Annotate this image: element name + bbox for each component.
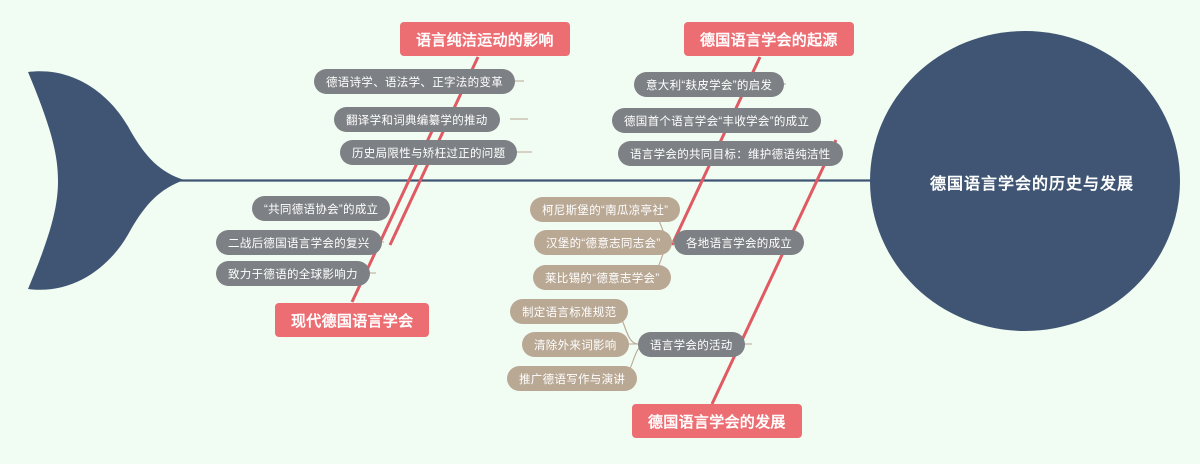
- category-label-language-purity[interactable]: 语言纯洁运动的影响: [400, 22, 570, 56]
- group-label-activities[interactable]: 语言学会的活动: [638, 332, 745, 357]
- branch-line-development: [710, 139, 838, 405]
- group-label-societies[interactable]: 各地语言学会的成立: [674, 230, 805, 255]
- item-origin-3[interactable]: 语言学会的共同目标：维护德语纯洁性: [618, 141, 843, 166]
- item-modern-3[interactable]: 致力于德语的全球影响力: [216, 261, 370, 286]
- fish-tail: [28, 71, 184, 290]
- item-origin-2[interactable]: 德国首个语言学会“丰收学会”的成立: [612, 108, 822, 133]
- item-origin-1[interactable]: 意大利“麸皮学会”的启发: [634, 72, 785, 97]
- item-activities-2[interactable]: 清除外来词影响: [522, 332, 629, 357]
- diagram-title: 德国语言学会的历史与发展: [930, 176, 1135, 193]
- item-language-purity-3[interactable]: 历史局限性与矫枉过正的问题: [340, 140, 518, 165]
- item-modern-1[interactable]: “共同德语协会”的成立: [252, 196, 391, 221]
- item-language-purity-1[interactable]: 德语诗学、语法学、正字法的变革: [314, 69, 515, 94]
- item-activities-3[interactable]: 推广德语写作与演讲: [507, 366, 638, 391]
- category-label-modern[interactable]: 现代德国语言学会: [275, 303, 430, 337]
- item-societies-2[interactable]: 汉堡的“德意志同志会”: [534, 230, 673, 255]
- item-language-purity-2[interactable]: 翻译学和词典编纂学的推动: [334, 107, 500, 132]
- fish-head-body: [870, 31, 1180, 331]
- item-modern-2[interactable]: 二战后德国语言学会的复兴: [216, 230, 382, 255]
- item-societies-1[interactable]: 柯尼斯堡的“南瓜凉亭社”: [530, 197, 681, 222]
- category-label-origin[interactable]: 德国语言学会的起源: [684, 22, 854, 56]
- item-activities-1[interactable]: 制定语言标准规范: [510, 299, 629, 324]
- category-label-development[interactable]: 德国语言学会的发展: [632, 404, 802, 438]
- item-societies-3[interactable]: 莱比锡的“德意志学会”: [533, 265, 672, 290]
